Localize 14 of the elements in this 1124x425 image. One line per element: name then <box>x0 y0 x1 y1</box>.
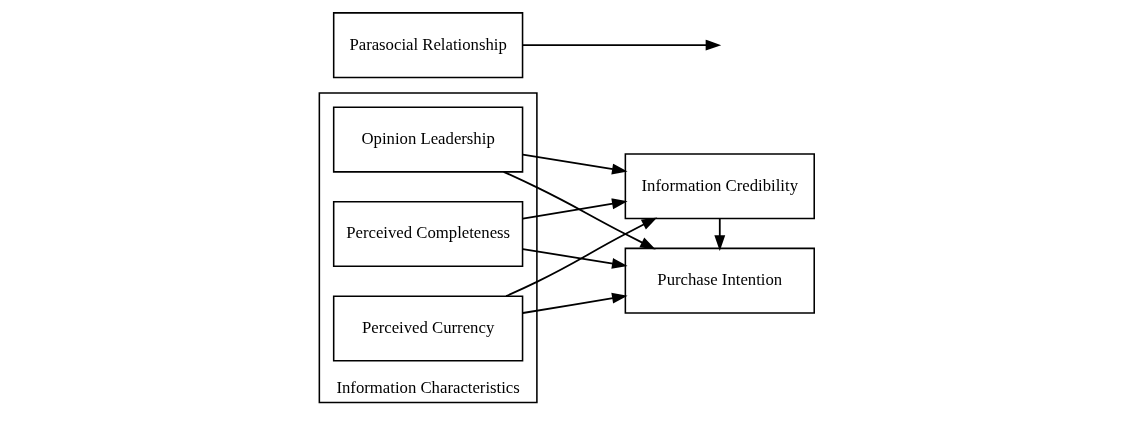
node-box: Perceived Completeness <box>332 200 524 268</box>
arrow <box>505 217 658 298</box>
arrow <box>521 198 628 220</box>
node-box: Parasocial Relationship <box>332 12 524 79</box>
node-box: Perceived Currency <box>332 295 524 362</box>
node-box: Purchase Intention <box>624 247 815 314</box>
arrow <box>502 170 656 250</box>
arrow <box>521 292 628 314</box>
arrow <box>521 153 628 175</box>
arrow <box>714 217 726 251</box>
node-box: Information Credibility <box>624 153 815 220</box>
arrow <box>521 39 722 51</box>
node-box: Opinion Leadership <box>332 106 524 173</box>
arrow <box>521 248 628 269</box>
